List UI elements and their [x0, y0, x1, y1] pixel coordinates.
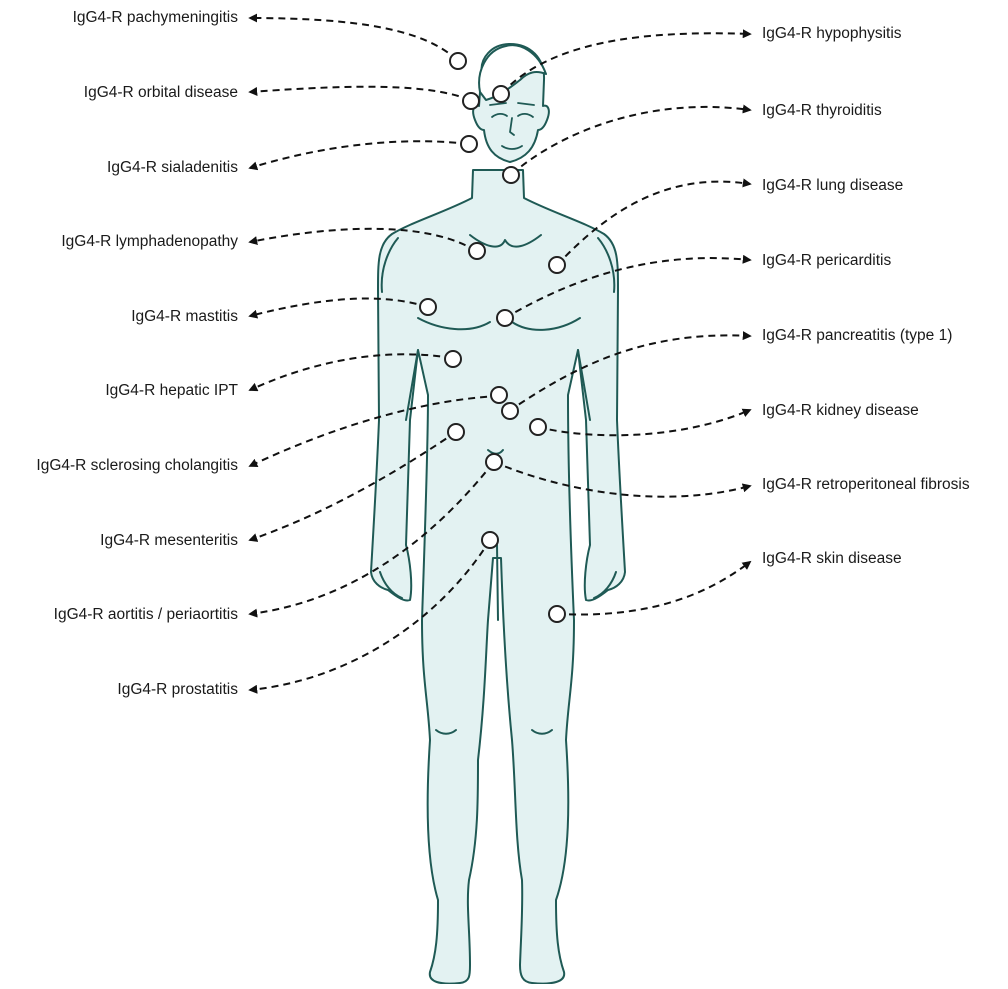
marker-kidney — [530, 419, 546, 435]
marker-pachymeningitis — [450, 53, 466, 69]
marker-prostatitis — [482, 532, 498, 548]
marker-mesenteritis — [448, 424, 464, 440]
label-hepatic-ipt: IgG4-R hepatic IPT — [105, 382, 238, 400]
label-pericarditis: IgG4-R pericarditis — [762, 252, 891, 270]
label-mesenteritis: IgG4-R mesenteritis — [100, 532, 238, 550]
label-skin-disease: IgG4-R skin disease — [762, 550, 902, 568]
marker-skin — [549, 606, 565, 622]
marker-lung — [549, 257, 565, 273]
leader-pachymeningitis — [250, 18, 457, 60]
label-lung-disease: IgG4-R lung disease — [762, 177, 903, 195]
marker-mastitis — [420, 299, 436, 315]
label-sclerosing-cholangitis: IgG4-R sclerosing cholangitis — [36, 457, 238, 475]
marker-pericarditis — [497, 310, 513, 326]
label-thyroiditis: IgG4-R thyroiditis — [762, 102, 882, 120]
label-lymphadenopathy: IgG4-R lymphadenopathy — [61, 233, 238, 251]
marker-lymphadenopathy — [469, 243, 485, 259]
marker-retroperitoneal — [486, 454, 502, 470]
label-hypophysitis: IgG4-R hypophysitis — [762, 25, 902, 43]
label-pachymeningitis: IgG4-R pachymeningitis — [73, 9, 238, 27]
leader-kidney — [538, 410, 750, 435]
marker-pancreatitis — [502, 403, 518, 419]
marker-hepatic — [445, 351, 461, 367]
label-kidney-disease: IgG4-R kidney disease — [762, 402, 919, 420]
label-prostatitis: IgG4-R prostatitis — [117, 681, 238, 699]
body-silhouette — [371, 44, 625, 984]
label-orbital-disease: IgG4-R orbital disease — [84, 84, 238, 102]
label-pancreatitis: IgG4-R pancreatitis (type 1) — [762, 327, 952, 345]
label-retroperitoneal-fibrosis: IgG4-R retroperitoneal fibrosis — [762, 476, 970, 494]
marker-sialadenitis — [461, 136, 477, 152]
label-aortitis: IgG4-R aortitis / periaortitis — [54, 606, 238, 624]
leader-sialadenitis — [250, 141, 468, 168]
marker-orbital — [463, 93, 479, 109]
leader-orbital — [250, 87, 470, 100]
label-sialadenitis: IgG4-R sialadenitis — [107, 159, 238, 177]
marker-hypophysitis — [493, 86, 509, 102]
marker-thyroiditis — [503, 167, 519, 183]
marker-cholangitis — [491, 387, 507, 403]
label-mastitis: IgG4-R mastitis — [131, 308, 238, 326]
